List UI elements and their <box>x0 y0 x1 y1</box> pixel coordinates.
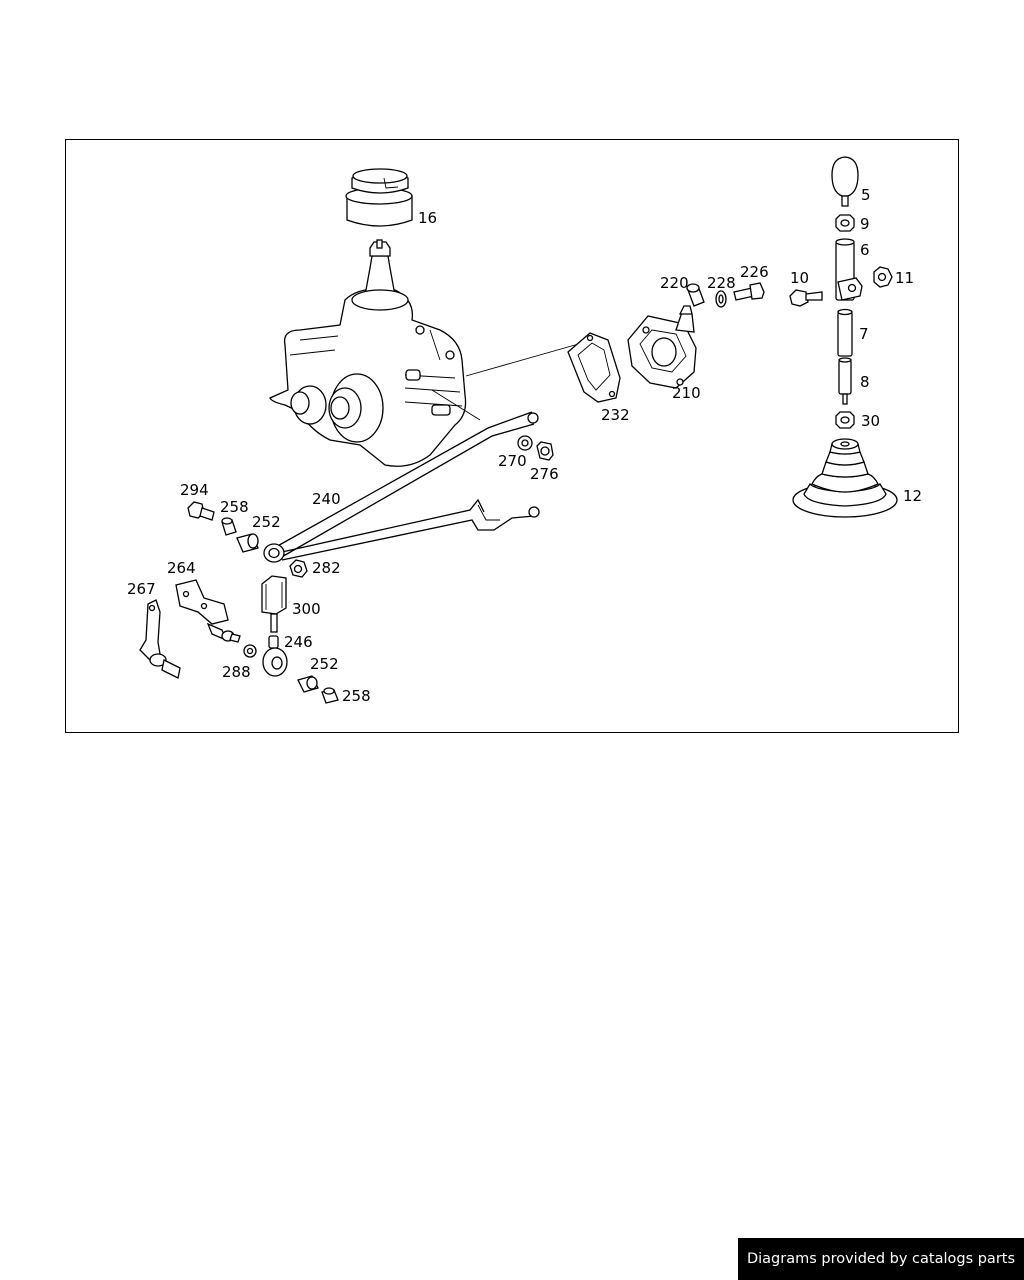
part-210-shift-housing[interactable] <box>627 305 697 389</box>
callout-264: 264 <box>167 559 196 577</box>
callout-labels: 16 5 9 6 11 10 220 228 226 7 8 30 12 210… <box>127 186 922 705</box>
callout-276: 276 <box>530 465 559 483</box>
diagram-credit-badge: Diagrams provided by catalogs parts <box>738 1238 1024 1280</box>
callout-8: 8 <box>860 373 870 391</box>
part-11-nut[interactable] <box>873 266 893 288</box>
diagram-credit-text: Diagrams provided by catalogs parts <box>746 1251 1016 1267</box>
callout-294: 294 <box>180 481 209 499</box>
part-282-nut[interactable] <box>289 559 308 578</box>
parts-diagram-frame <box>65 139 959 733</box>
part-300-clevis[interactable] <box>261 575 287 633</box>
callout-9: 9 <box>860 215 870 233</box>
leader-line-240 <box>431 389 481 421</box>
callout-12: 12 <box>903 487 922 505</box>
callout-16: 16 <box>418 209 437 227</box>
part-12-shift-boot[interactable] <box>792 438 898 518</box>
callout-232: 232 <box>601 406 630 424</box>
callout-252-lower: 252 <box>310 655 339 673</box>
part-252-bushing-lower[interactable] <box>297 675 319 693</box>
callout-282: 282 <box>312 559 341 577</box>
part-240-shift-rods[interactable] <box>263 411 540 563</box>
part-288-washer[interactable] <box>243 644 257 658</box>
leader-line-232 <box>465 342 583 377</box>
part-228-washer[interactable] <box>715 290 727 308</box>
part-232-gasket[interactable] <box>567 332 621 403</box>
part-294-bolt[interactable] <box>187 501 215 521</box>
callout-300: 300 <box>292 600 321 618</box>
callout-270: 270 <box>498 452 527 470</box>
callout-30: 30 <box>861 412 880 430</box>
callout-11: 11 <box>895 269 914 287</box>
callout-252-upper: 252 <box>252 513 281 531</box>
callout-267: 267 <box>127 580 156 598</box>
part-6-lever-upper[interactable] <box>835 238 863 301</box>
part-246-rod-end[interactable] <box>262 635 288 677</box>
callout-210: 210 <box>672 384 701 402</box>
part-10-bolt[interactable] <box>789 289 823 307</box>
callout-246: 246 <box>284 633 313 651</box>
part-8-stud[interactable] <box>838 357 852 405</box>
part-264-bracket[interactable] <box>175 579 241 643</box>
part-252-bushing-upper[interactable] <box>236 533 259 553</box>
part-220-bushing[interactable] <box>686 283 705 307</box>
part-9-nut[interactable] <box>835 214 855 232</box>
part-5-shift-knob[interactable] <box>831 156 859 207</box>
part-267-lever[interactable] <box>139 599 181 679</box>
callout-6: 6 <box>860 241 870 259</box>
callout-220: 220 <box>660 274 689 292</box>
part-270-washer[interactable] <box>517 435 533 451</box>
callout-226: 226 <box>740 263 769 281</box>
callout-10: 10 <box>790 269 809 287</box>
callout-7: 7 <box>859 325 869 343</box>
part-7-sleeve[interactable] <box>837 308 853 357</box>
callout-240: 240 <box>312 490 341 508</box>
callout-5: 5 <box>861 186 871 204</box>
part-16-gaiter[interactable] <box>345 168 413 227</box>
transmission-housing[interactable] <box>269 239 467 467</box>
part-258-bushing-upper[interactable] <box>221 517 237 536</box>
callout-228: 228 <box>707 274 736 292</box>
part-30-nut[interactable] <box>835 411 855 429</box>
callout-258-lower: 258 <box>342 687 371 705</box>
part-276-nut[interactable] <box>536 441 554 461</box>
callout-258-upper: 258 <box>220 498 249 516</box>
callout-288: 288 <box>222 663 251 681</box>
part-258-bushing-lower[interactable] <box>321 687 339 704</box>
part-226-bolt[interactable] <box>733 282 765 301</box>
